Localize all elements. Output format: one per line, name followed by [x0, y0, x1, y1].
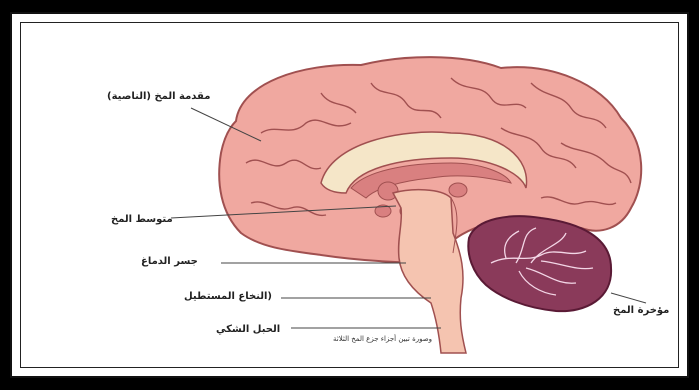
- label-reticular: الحبل الشكي: [216, 324, 280, 335]
- label-pons: جسر الدماغ: [141, 256, 198, 267]
- brain-illustration: [21, 23, 679, 368]
- brain-diagram: مقدمة المخ (الناصية) متوسط المخ جسر الدم…: [20, 22, 679, 368]
- label-midbrain: متوسط المخ: [111, 214, 173, 225]
- label-frontal: مقدمة المخ (الناصية): [107, 91, 210, 102]
- label-hindbrain: مؤخرة المخ: [613, 305, 669, 316]
- pineal: [449, 183, 467, 197]
- label-medulla: (النخاع المستطيل: [184, 291, 272, 302]
- figure-caption: وصورة تبين أجزاء جزع المخ الثلاثة: [333, 335, 432, 343]
